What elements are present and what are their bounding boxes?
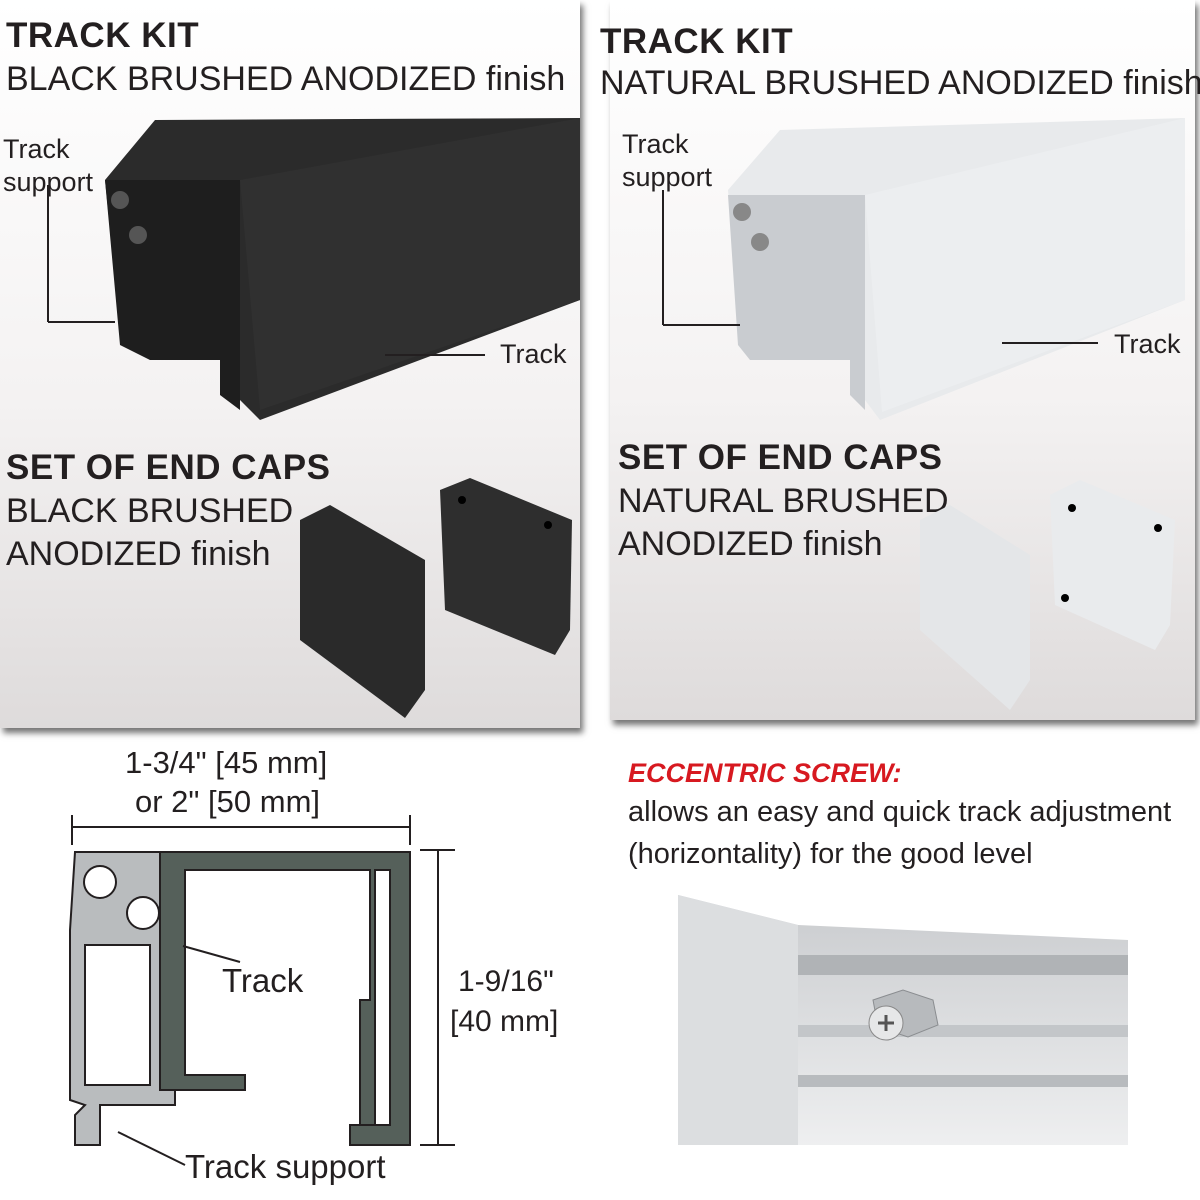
caps-line1: BLACK BRUSHED (6, 492, 294, 530)
screw-description-1: allows an easy and quick track adjustmen… (628, 796, 1172, 828)
natural-track-kit-panel: TRACK KIT NATURAL BRUSHED ANODIZED finis… (600, 0, 1200, 720)
natural-track-image (662, 118, 1185, 420)
height-dimension-2: [40 mm] (450, 1005, 559, 1038)
caps-line1: NATURAL BRUSHED (618, 482, 949, 520)
natural-end-caps-image (920, 480, 1175, 710)
eccentric-screw-image (678, 895, 1128, 1145)
height-dimension-1: 1-9/16" (458, 965, 554, 998)
track-label: Track (500, 339, 567, 369)
width-dimension-2: or 2" [50 mm] (135, 784, 321, 819)
panel-subtitle: BLACK BRUSHED ANODIZED finish (6, 60, 566, 98)
black-track-image (47, 118, 580, 420)
profile-support-label: Track support (185, 1148, 386, 1185)
screw-description-2: (horizontality) for the good level (628, 838, 1033, 870)
caps-title: SET OF END CAPS (6, 448, 331, 487)
caps-line2: ANODIZED finish (618, 525, 883, 563)
panel-title: TRACK KIT (6, 16, 200, 55)
eccentric-screw-title: ECCENTRIC SCREW: (628, 758, 902, 788)
caps-title: SET OF END CAPS (618, 438, 943, 477)
panel-title: TRACK KIT (600, 22, 794, 61)
track-label: Track (1114, 329, 1181, 359)
panel-subtitle: NATURAL BRUSHED ANODIZED finish (600, 64, 1200, 102)
width-dimension-1: 1-3/4" [45 mm] (125, 745, 328, 780)
track-profile-diagram (69, 815, 455, 1166)
caps-line2: ANODIZED finish (6, 535, 271, 573)
black-track-kit-panel: TRACK KIT BLACK BRUSHED ANODIZED finish … (0, 0, 580, 728)
profile-track-label: Track (222, 962, 304, 999)
black-end-caps-image (300, 478, 572, 718)
